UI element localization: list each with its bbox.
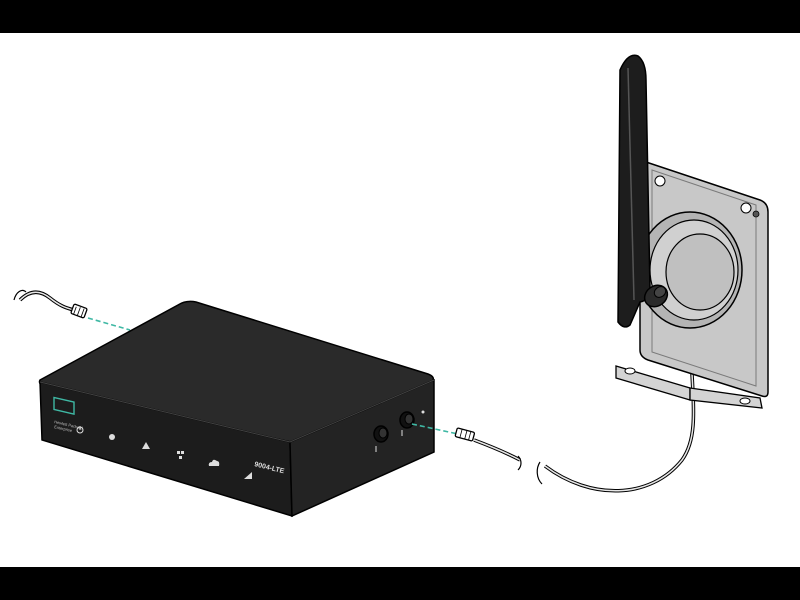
antenna-cable-lower [473, 438, 522, 471]
status-dot-icon [109, 434, 115, 440]
logo-text-line-1: Hewlett Packard [54, 419, 84, 430]
warning-triangle-icon [142, 442, 150, 449]
cable-break-mark [13, 289, 27, 301]
gateway-device: Hewlett Packard Enterprise [38, 300, 435, 518]
bracket-hole [624, 367, 636, 375]
antenna-base-inner [665, 233, 735, 311]
sma-connector [454, 427, 476, 442]
cable-break-mark-3 [536, 461, 543, 485]
left-cable [13, 289, 75, 312]
antenna-cable-upper [536, 329, 696, 493]
screw-hole-top-right [740, 202, 752, 214]
left-rj-connector [70, 303, 88, 319]
cloud-icon [208, 459, 220, 466]
power-icon [76, 426, 84, 434]
screw-hole-top-left [654, 175, 666, 187]
antenna-port [399, 410, 425, 436]
diagram-canvas: Hewlett Packard Enterprise [0, 33, 800, 567]
left-dashed-connector-line [87, 317, 131, 331]
antenna-assembly [615, 54, 769, 409]
cable-break-mark-2 [517, 455, 522, 471]
top-letterbox-bar [0, 0, 800, 33]
bottom-letterbox-bar [0, 567, 800, 600]
signal-icon [244, 472, 252, 479]
side-port-left [373, 425, 389, 452]
network-icon [177, 451, 184, 459]
logo-text-line-2: Enterprise [54, 424, 74, 433]
bracket-hole [739, 397, 751, 405]
hpe-logo: Hewlett Packard Enterprise [53, 396, 84, 433]
